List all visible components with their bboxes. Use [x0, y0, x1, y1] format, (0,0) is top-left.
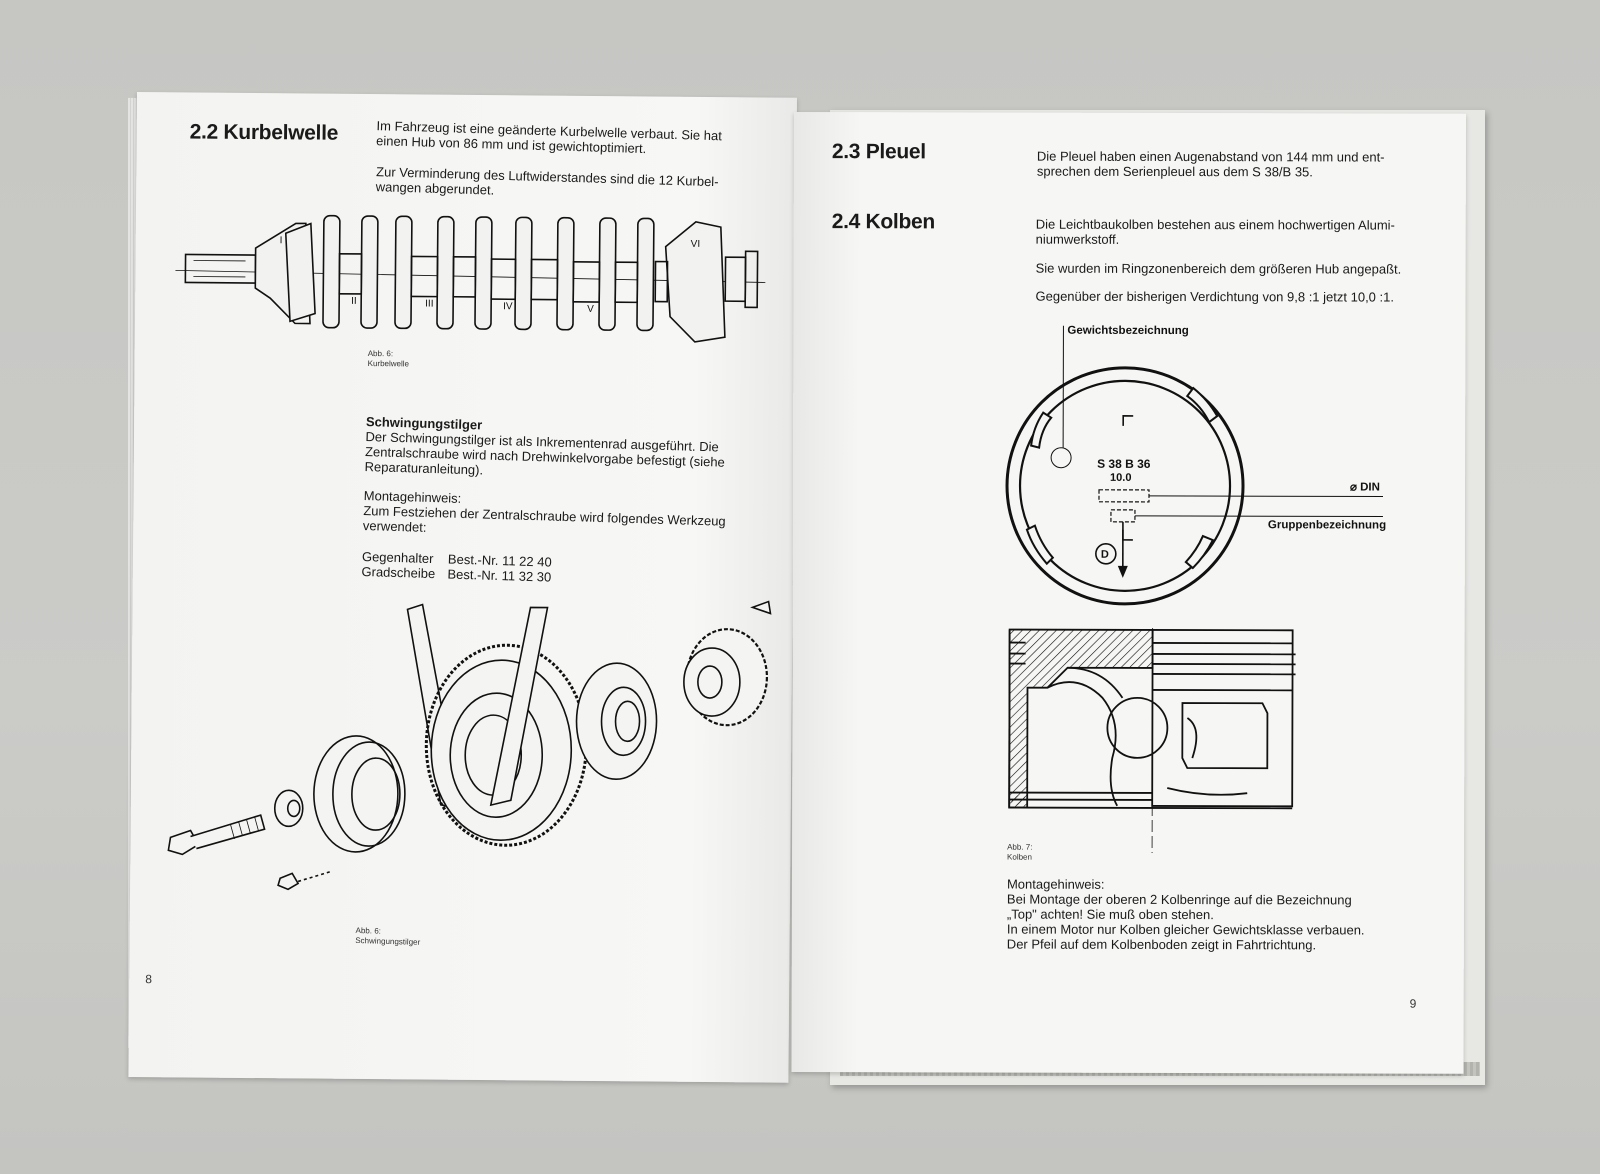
damper-text: Der Schwingungstilger ist als Inkremente…: [364, 429, 726, 478]
figure-caption-kurbelwelle: Abb. 6: Kurbelwelle: [367, 349, 410, 369]
kurbelwelle-paragraph-2: Zur Verminderung des Luftwiderstandes si…: [375, 164, 719, 198]
damper-block: Schwingungstilger Der Schwingungstilger …: [361, 414, 728, 590]
kolben-para-1: Die Leichtbaukolben bestehen aus einem h…: [1035, 216, 1395, 247]
right-page: 2.3 Pleuel Die Pleuel haben einen Augena…: [791, 112, 1466, 1074]
crank-label-1: I: [280, 235, 283, 246]
tool-name: Gradscheibe: [361, 563, 436, 582]
crankshaft-illustration: I II III IV V VI: [175, 214, 766, 343]
damper-exploded-illustration: [167, 600, 772, 891]
kurbelwelle-paragraph-1: Im Fahrzeug ist eine geänderte Kurbelwel…: [375, 118, 723, 157]
kolben-note-block: Montagehinweis: Bei Montage der oberen 2…: [1007, 877, 1365, 953]
crank-label-6: VI: [691, 239, 701, 250]
label-din: ⌀ DIN: [1350, 481, 1380, 493]
page-number-right: 9: [1409, 996, 1417, 1011]
page-number-left: 8: [145, 972, 153, 987]
piston-top-view-diagram: Gewichtsbezeichnung S 38 B 36 10.0 D ⌀ D…: [1005, 325, 1386, 606]
figure-caption-kolben: Abb. 7: Kolben: [1007, 842, 1033, 862]
label-group: Gruppenbezeichnung: [1268, 519, 1386, 531]
crank-label-3: III: [425, 299, 433, 310]
piston-section-diagram: [1008, 627, 1296, 853]
left-page: 2.2 Kurbelwelle Im Fahrzeug ist eine geä…: [128, 92, 797, 1083]
figure-caption-schwingungstilger: Abb. 6: Schwingungstilger: [355, 925, 421, 947]
label-weight: Gewichtsbezeichnung: [1067, 325, 1188, 337]
pleuel-text: Die Pleuel haben einen Augenabstand von …: [1036, 148, 1385, 180]
section-heading-kurbelwelle: 2.2 Kurbelwelle: [189, 120, 339, 145]
section-heading-pleuel: 2.3 Pleuel: [831, 140, 926, 164]
crank-label-4: IV: [503, 301, 513, 312]
kolben-para-2: Sie wurden im Ringzonenbereich dem größe…: [1035, 260, 1402, 277]
crank-label-5: V: [587, 304, 594, 315]
tool-ref: Best.-Nr. 11 32 30: [447, 566, 552, 585]
section-heading-kolben: 2.4 Kolben: [831, 210, 935, 234]
crank-label-2: II: [351, 296, 357, 307]
crown-code: S 38 B 36: [1097, 457, 1151, 471]
crown-ratio: 10.0: [1110, 472, 1131, 484]
crown-d-mark: D: [1101, 549, 1109, 561]
kolben-note-text: Bei Montage der oberen 2 Kolbenringe auf…: [1006, 891, 1365, 953]
kolben-para-3: Gegenüber der bisherigen Verdichtung von…: [1035, 288, 1395, 305]
kolben-note-title: Montagehinweis:: [1006, 876, 1105, 892]
